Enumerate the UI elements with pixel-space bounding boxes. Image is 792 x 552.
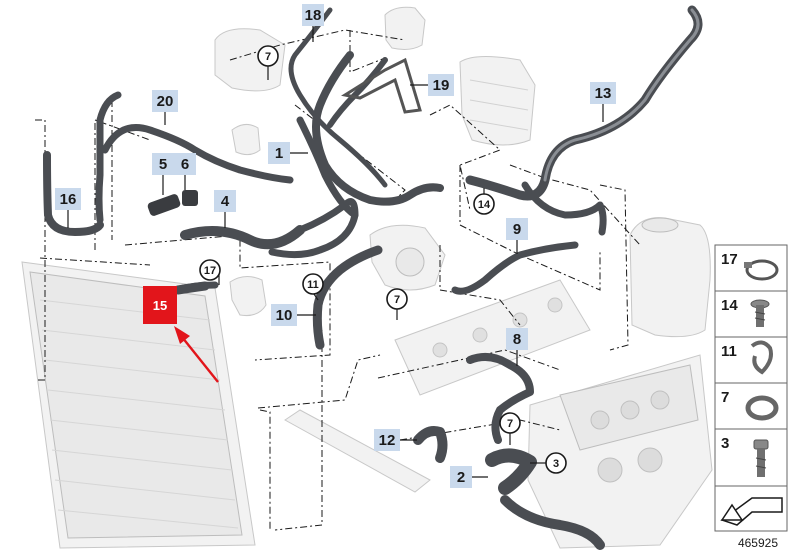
expansion-tank-right <box>629 217 711 338</box>
callout-9: 9 <box>506 218 528 240</box>
legend-panel: 17 14 11 7 3 <box>714 244 788 532</box>
svg-text:15: 15 <box>153 298 167 313</box>
legend-item-17: 17 <box>721 251 779 281</box>
callout-16: 16 <box>55 188 81 210</box>
intercooler <box>459 56 536 146</box>
svg-text:14: 14 <box>721 297 738 314</box>
expansion-tank-top <box>384 6 426 50</box>
lower-crossmember <box>284 409 431 493</box>
screw-icon <box>750 299 770 327</box>
hose-clamp-icon <box>744 259 779 281</box>
circle-callout-17: 17 <box>199 259 221 281</box>
svg-text:11: 11 <box>307 279 319 291</box>
callout-13: 13 <box>590 82 616 104</box>
circle-callout-14: 14 <box>473 193 495 215</box>
bolt-icon <box>753 439 769 477</box>
circle-callout-11: 11 <box>302 273 324 295</box>
callout-18: 18 <box>302 4 324 26</box>
callout-5: 5 <box>152 153 174 175</box>
callout-20: 20 <box>152 90 178 112</box>
cylinder-head <box>394 279 591 396</box>
engine-block <box>527 354 713 549</box>
svg-text:5: 5 <box>159 156 167 173</box>
callout-6: 6 <box>174 153 196 175</box>
svg-text:4: 4 <box>221 193 230 210</box>
svg-text:7: 7 <box>265 51 271 63</box>
svg-text:20: 20 <box>157 93 174 110</box>
circle-callout-7-top: 7 <box>257 45 279 67</box>
svg-text:1: 1 <box>275 145 283 162</box>
callout-4: 4 <box>214 190 236 212</box>
svg-text:16: 16 <box>60 191 77 208</box>
direction-arrow-icon <box>720 497 783 526</box>
svg-text:19: 19 <box>433 77 450 94</box>
svg-text:7: 7 <box>721 389 729 406</box>
callout-12: 12 <box>374 429 400 451</box>
valve-small <box>231 124 261 156</box>
svg-text:9: 9 <box>513 221 521 238</box>
svg-text:7: 7 <box>507 418 513 430</box>
callout-1: 1 <box>268 142 290 164</box>
svg-text:7: 7 <box>394 294 400 306</box>
svg-text:12: 12 <box>379 432 396 449</box>
svg-text:8: 8 <box>513 331 521 348</box>
svg-text:3: 3 <box>553 458 559 470</box>
hoses <box>43 5 703 550</box>
callout-19: 19 <box>428 74 454 96</box>
legend-item-3: 3 <box>721 435 769 477</box>
svg-text:11: 11 <box>721 343 737 360</box>
callout-2: 2 <box>450 466 472 488</box>
radiator <box>21 261 256 549</box>
svg-text:17: 17 <box>204 265 216 277</box>
circle-callout-7-low: 7 <box>499 412 521 434</box>
callout-8: 8 <box>506 328 528 350</box>
svg-text:10: 10 <box>276 307 293 324</box>
svg-text:18: 18 <box>305 7 322 24</box>
svg-text:14: 14 <box>478 199 491 211</box>
circle-callout-7-mid: 7 <box>386 288 408 310</box>
svg-text:13: 13 <box>595 85 612 102</box>
circle-callout-3: 3 <box>545 452 567 474</box>
svg-text:2: 2 <box>457 469 465 486</box>
highlight-arrow <box>174 326 219 383</box>
svg-text:3: 3 <box>721 435 729 452</box>
aux-pump <box>229 276 267 316</box>
water-pump <box>369 224 446 291</box>
callout-10: 10 <box>271 304 297 326</box>
svg-text:17: 17 <box>721 251 738 268</box>
legend-item-11: 11 <box>721 340 773 375</box>
clamp-ring-icon <box>745 395 779 421</box>
highlight-callout-15: 15 <box>143 286 177 324</box>
diagram-reference-number: 465925 <box>738 536 778 550</box>
legend-item-7: 7 <box>721 389 779 421</box>
legend-item-14: 14 <box>721 297 770 327</box>
svg-text:6: 6 <box>181 156 189 173</box>
spring-clip-icon <box>750 340 773 375</box>
